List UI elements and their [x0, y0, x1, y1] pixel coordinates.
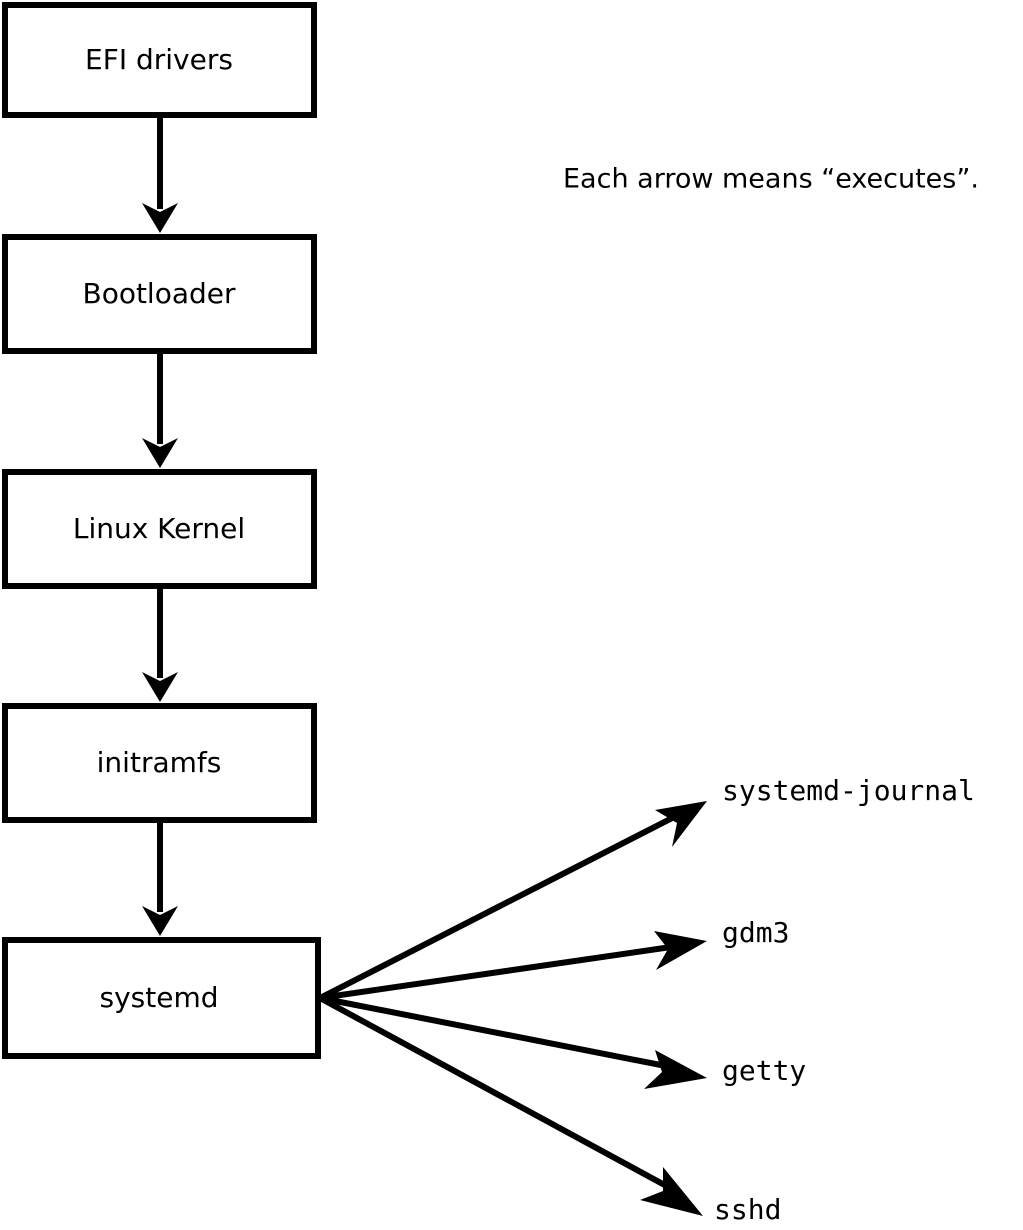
node-box-efi-drivers[interactable] — [2, 2, 317, 118]
arrow-shaft — [319, 943, 679, 1001]
process-label-sshd: sshd — [714, 1193, 781, 1226]
arrow-linux-kernel-to-initramfs — [142, 588, 178, 702]
arrow-head-down — [142, 906, 178, 936]
arrow-efi-drivers-to-bootloader — [142, 117, 178, 233]
arrow-head-diagonal — [644, 1050, 707, 1089]
arrow-initramfs-to-systemd — [142, 822, 178, 936]
node-linux-kernel[interactable]: Linux Kernel — [2, 469, 317, 589]
arrow-bootloader-to-linux-kernel — [142, 353, 178, 468]
node-label-bootloader: Bootloader — [82, 277, 236, 310]
node-box-initramfs[interactable] — [2, 703, 317, 823]
node-label-efi-drivers: EFI drivers — [85, 43, 233, 76]
node-initramfs[interactable]: initramfs — [2, 703, 317, 823]
node-systemd[interactable]: systemd — [2, 937, 321, 1059]
arrow-head-diagonal — [654, 931, 707, 970]
node-label-linux-kernel: Linux Kernel — [73, 512, 245, 545]
arrow-shaft — [318, 809, 686, 1001]
arrow-systemd-to-getty — [319, 995, 707, 1089]
node-efi-drivers[interactable]: EFI drivers — [2, 2, 317, 118]
arrow-head-down — [142, 203, 178, 233]
node-label-initramfs: initramfs — [97, 746, 222, 779]
process-label-systemd-journal: systemd-journal — [722, 774, 975, 807]
arrow-shaft — [318, 995, 674, 1192]
node-box-systemd[interactable] — [2, 937, 321, 1059]
process-label-gdm3: gdm3 — [722, 916, 789, 949]
node-box-linux-kernel[interactable] — [2, 469, 317, 589]
arrow-systemd-to-sshd — [318, 995, 703, 1216]
arrow-shaft — [319, 995, 677, 1071]
arrow-head-diagonal — [640, 1167, 703, 1216]
node-box-bootloader[interactable] — [2, 234, 317, 354]
legend-note: Each arrow means “executes”. — [563, 164, 979, 195]
node-bootloader[interactable]: Bootloader — [2, 234, 317, 354]
node-label-systemd: systemd — [100, 981, 219, 1014]
arrow-systemd-to-gdm3 — [319, 931, 707, 1001]
arrow-head-down — [142, 438, 178, 468]
arrow-systemd-to-systemd-journal — [318, 801, 707, 1001]
arrow-head-down — [142, 672, 178, 702]
process-label-getty: getty — [722, 1054, 806, 1087]
arrow-head-diagonal — [655, 801, 707, 847]
